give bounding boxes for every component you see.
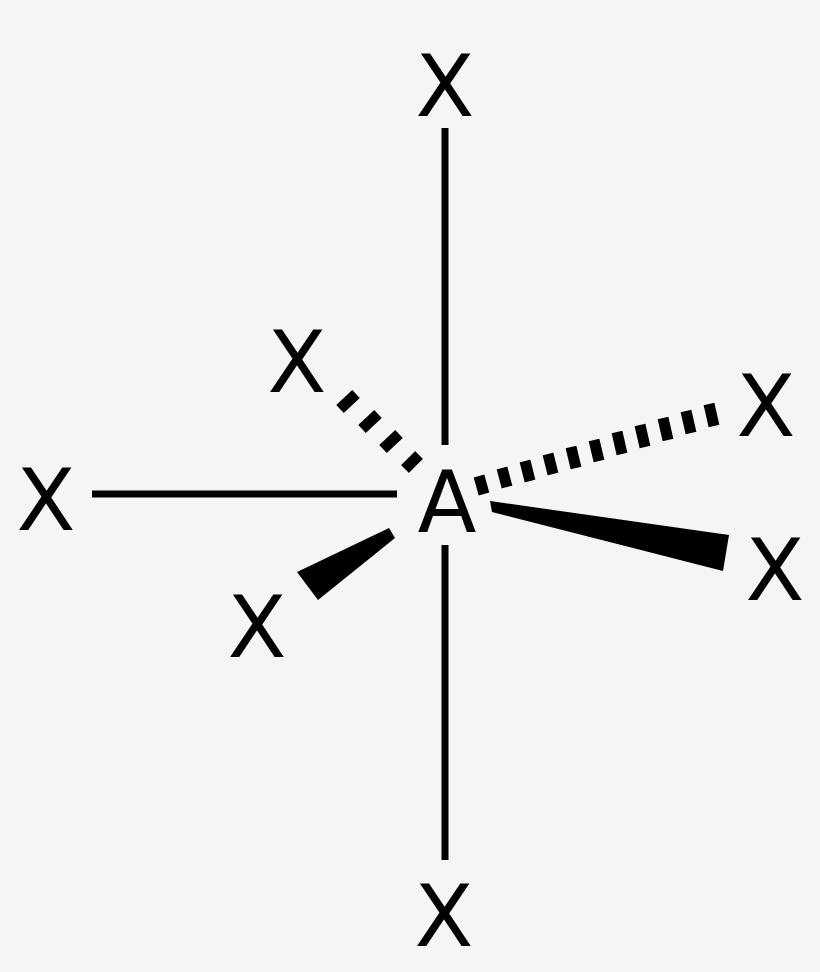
- bond-upper-right-dashed: [473, 402, 720, 496]
- atom-central: A: [418, 453, 477, 553]
- atom-upper-right: X: [737, 357, 796, 457]
- atom-top: X: [416, 37, 475, 137]
- atom-upper-left: X: [268, 313, 327, 413]
- atom-left: X: [17, 451, 76, 551]
- bond-upper-left-dashed: [336, 389, 423, 473]
- bond-lower-left-wedge: [297, 528, 395, 600]
- atom-bottom: X: [415, 867, 474, 967]
- bond-lower-right-wedge: [490, 501, 729, 571]
- atom-lower-left: X: [228, 578, 287, 678]
- atom-lower-right: X: [746, 521, 805, 621]
